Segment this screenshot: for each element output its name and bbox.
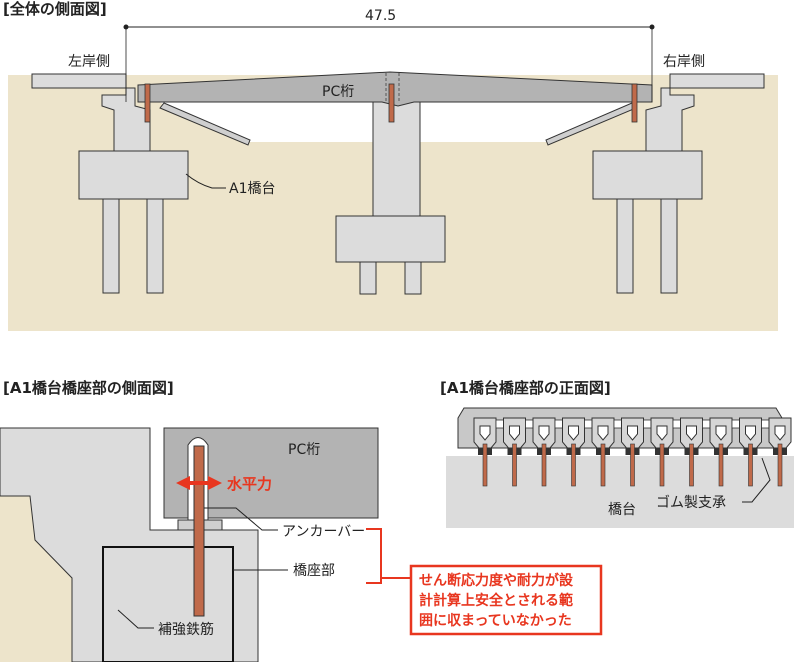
- girder-void: [538, 425, 550, 441]
- heading-bearing-front-view: [A1橋台橋座部の正面図]: [440, 379, 611, 397]
- anchor-bar-front: [659, 443, 665, 487]
- girder-joint: [643, 419, 652, 429]
- horizontal-force-label: 水平力: [227, 475, 272, 493]
- anchor-bar-right: [631, 83, 638, 123]
- girder-void: [745, 425, 756, 441]
- anchor-bar-front: [571, 443, 576, 487]
- rubber-bearing-label: ゴム製支承: [656, 494, 726, 511]
- callout-line-3: 囲に収まっていなかった: [419, 612, 572, 629]
- reinforcement-label: 補強鉄筋: [158, 621, 214, 638]
- girder-void: [774, 425, 786, 441]
- anchor-bar-front: [630, 443, 635, 487]
- span-length-label: 47.5: [365, 8, 396, 24]
- bearing-front-view: 橋台 ゴム製支承: [446, 407, 794, 528]
- bridge-seat-label: 橋座部: [293, 563, 335, 579]
- girder-joint: [495, 419, 505, 429]
- girder-joint: [672, 419, 682, 429]
- anchor-bar-front: [689, 443, 694, 487]
- abutment-front-label: 橋台: [608, 502, 636, 518]
- anchor-bar-front: [718, 443, 724, 487]
- girder-detail-label: PC桁: [288, 442, 320, 458]
- pc-girder: [137, 71, 653, 107]
- girder-void: [479, 425, 491, 441]
- girder-joint: [761, 419, 770, 429]
- anchor-bar-left: [144, 83, 151, 123]
- girder-joint: [702, 419, 711, 429]
- girder-void: [568, 425, 579, 441]
- anchor-bar-front: [777, 443, 783, 487]
- callout-line-2: 計計算上安全とされる範: [419, 592, 573, 609]
- girder-joint: [525, 419, 534, 429]
- girder-void: [656, 425, 668, 441]
- girder-void: [597, 425, 609, 441]
- girder-joint: [554, 419, 564, 429]
- right-bank-label: 右岸側: [663, 54, 705, 70]
- anchor-bar-label: アンカーバー: [282, 524, 365, 540]
- girder-joint: [584, 419, 593, 429]
- stress-callout: せん断応力度や耐力が設 計計算上安全とされる範 囲に収まっていなかった: [409, 564, 603, 636]
- left-abutment: [31, 73, 189, 294]
- overall-side-view: PC桁 47.5 左岸側 右岸側 A1橋台: [8, 8, 778, 331]
- left-bank-label: 左岸側: [68, 54, 110, 70]
- heading-overall-side-view: [全体の側面図]: [3, 0, 107, 18]
- anchor-bar-front: [512, 443, 517, 487]
- girder-row: [457, 407, 792, 487]
- anchor-bar-front: [748, 443, 753, 487]
- girder-void: [509, 425, 520, 441]
- anchor-bar-front: [541, 443, 547, 487]
- girder-label: PC桁: [322, 84, 354, 100]
- right-abutment: [592, 73, 765, 294]
- horizontal-force-arrow: [176, 476, 222, 490]
- anchor-bar-front: [482, 443, 488, 487]
- bridge-seat: [102, 546, 234, 662]
- abutment-label: A1橋台: [229, 181, 275, 197]
- girder-void: [627, 425, 638, 441]
- abutment-front: [446, 456, 794, 528]
- girder-joint: [613, 419, 623, 429]
- anchor-bar-front: [600, 443, 606, 487]
- bearing-side-view: PC桁 水平力 アンカーバー 橋座部 補強鉄筋: [0, 427, 412, 662]
- callout-line-1: せん断応力度や耐力が設: [419, 572, 574, 589]
- girder-void: [715, 425, 727, 441]
- heading-bearing-side-view: [A1橋台橋座部の側面図]: [3, 379, 174, 397]
- left-approach-slab: [159, 102, 251, 146]
- center-pier: [335, 100, 446, 295]
- girder-joint: [731, 419, 741, 429]
- anchor-bar: [193, 445, 205, 617]
- girder-void: [686, 425, 697, 441]
- anchor-bar-center: [388, 83, 395, 123]
